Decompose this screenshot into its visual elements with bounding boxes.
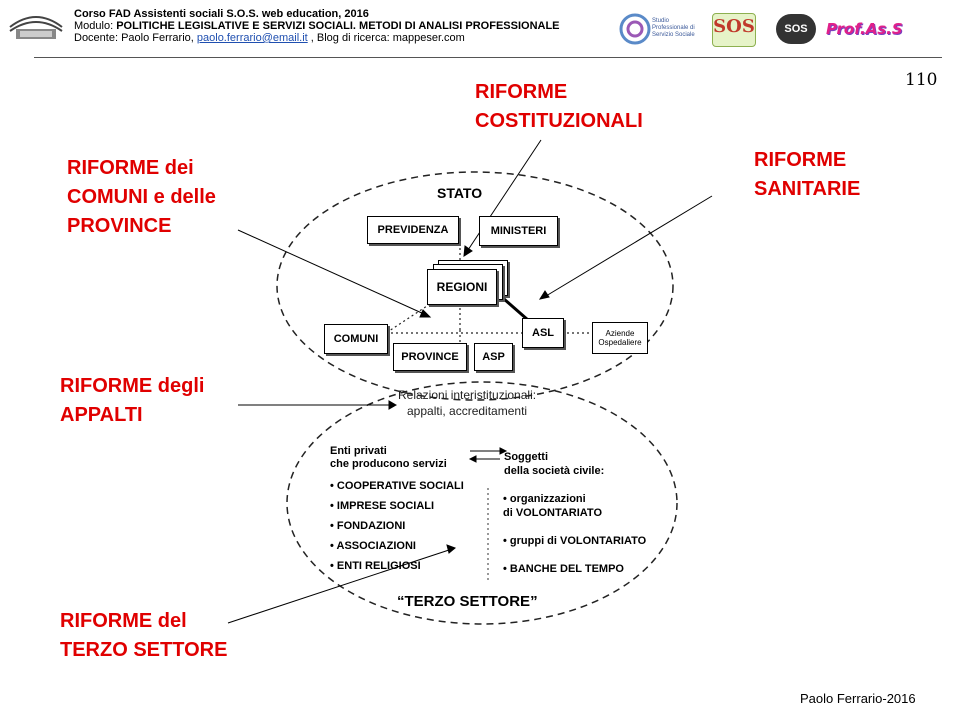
enti-privati-line2: che producono servizi bbox=[330, 458, 447, 470]
header-blog: , Blog di ricerca: mappeser.com bbox=[307, 32, 465, 44]
label-appalti-line2: APPALTI bbox=[60, 404, 143, 426]
sos-bubble-text: SOS bbox=[784, 23, 808, 35]
label-riforme-appalti: RIFORME degli APPALTI bbox=[60, 372, 204, 430]
sos-logo-text: SOS bbox=[713, 16, 755, 37]
label-comuni-line2: COMUNI e delle bbox=[67, 186, 216, 208]
arrow-costituzionali-head bbox=[463, 245, 473, 257]
soggetti-item-volontariato: di VOLONTARIATO bbox=[503, 507, 602, 519]
comuni-box: COMUNI bbox=[324, 324, 388, 354]
aziende-line2: Ospedaliere bbox=[598, 338, 642, 347]
enti-item-fondazioni: • FONDAZIONI bbox=[330, 520, 406, 532]
arrow-sanitarie bbox=[545, 195, 713, 297]
label-costituzionali-line1: RIFORME bbox=[475, 81, 568, 103]
label-comuni-line3: PROVINCE bbox=[67, 215, 172, 237]
relazioni-line1: Relazioni interistituzionali: bbox=[398, 388, 537, 402]
soggetti-item-organizzazioni: • organizzazioni bbox=[503, 493, 586, 505]
label-terzo-line1: RIFORME del bbox=[60, 610, 187, 632]
arrow-comuni bbox=[237, 229, 425, 315]
header-logo-left bbox=[6, 5, 66, 43]
previdenza-box: PREVIDENZA bbox=[367, 216, 459, 244]
arrow-sanitarie-head bbox=[538, 290, 550, 300]
enti-item-cooperative: • COOPERATIVE SOCIALI bbox=[330, 480, 464, 492]
label-comuni-line1: RIFORME dei bbox=[67, 157, 194, 179]
terzo-settore-ellipse bbox=[286, 381, 678, 625]
label-costituzionali-line2: COSTITUZIONALI bbox=[475, 110, 643, 132]
header-module-title: POLITICHE LEGISLATIVE E SERVIZI SOCIALI.… bbox=[116, 20, 560, 32]
profass-logo: Prof.As.S bbox=[826, 12, 906, 46]
label-terzo-line2: TERZO SETTORE bbox=[60, 639, 228, 661]
aziende-line1: Aziende bbox=[605, 329, 635, 338]
province-box: PROVINCE bbox=[393, 343, 467, 371]
studio-professionale-logo: Studio Professionale di Servizio Sociale bbox=[618, 12, 702, 46]
label-riforme-comuni: RIFORME dei COMUNI e delle PROVINCE bbox=[67, 154, 216, 241]
enti-item-associazioni: • ASSOCIAZIONI bbox=[330, 540, 416, 552]
arrow-terzo-head bbox=[446, 544, 456, 554]
enti-privati-line1: Enti privati bbox=[330, 445, 387, 457]
stato-ellipse bbox=[276, 171, 674, 401]
label-sanitarie-line1: RIFORME bbox=[754, 149, 847, 171]
soggetti-item-gruppi: • gruppi di VOLONTARIATO bbox=[503, 535, 647, 547]
relazioni-text: Relazioni interistituzionali: appalti, a… bbox=[398, 387, 536, 419]
sos-bubble-logo: SOS bbox=[776, 14, 816, 44]
structure-lines bbox=[385, 243, 592, 343]
soggetti-list: • organizzazioni di VOLONTARIATO • grupp… bbox=[503, 492, 646, 576]
stato-title: STATO bbox=[437, 185, 483, 201]
ministeri-box: MINISTERI bbox=[479, 216, 558, 246]
aziende-box: Aziende Ospedaliere bbox=[592, 322, 648, 354]
label-riforme-sanitarie: RIFORME SANITARIE bbox=[754, 146, 860, 204]
label-sanitarie-line2: SANITARIE bbox=[754, 178, 861, 200]
label-riforme-terzo-settore: RIFORME del TERZO SETTORE bbox=[60, 607, 227, 665]
soggetti-line2: della società civile: bbox=[504, 465, 605, 477]
double-arrow-icon bbox=[468, 447, 508, 463]
regioni-box: REGIONI bbox=[427, 269, 497, 305]
terzo-settore-title: “TERZO SETTORE” bbox=[397, 593, 538, 610]
handshake-logo-icon bbox=[9, 16, 63, 39]
arrow-comuni-head bbox=[419, 309, 432, 318]
header-divider bbox=[34, 57, 942, 58]
enti-item-religiosi: • ENTI RELIGIOSI bbox=[330, 560, 421, 572]
asp-box: ASP bbox=[474, 343, 513, 371]
enti-privati-heading: Enti privati che producono servizi bbox=[330, 445, 447, 471]
header-teacher: Docente: Paolo Ferrario, paolo.ferrario@… bbox=[74, 32, 465, 44]
sos-logo: SOS bbox=[712, 13, 756, 47]
enti-item-imprese: • IMPRESE SOCIALI bbox=[330, 500, 435, 512]
header-module: Modulo: POLITICHE LEGISLATIVE E SERVIZI … bbox=[74, 20, 560, 32]
asl-box: ASL bbox=[522, 318, 564, 348]
header-module-prefix: Modulo: bbox=[74, 20, 117, 32]
footer-author: Paolo Ferrario-2016 bbox=[800, 691, 916, 706]
page-number: 110 bbox=[905, 70, 938, 90]
arrow-appalti-head bbox=[388, 400, 398, 410]
header-teacher-name: Docente: Paolo Ferrario, bbox=[74, 32, 197, 44]
header-course: Corso FAD Assistenti sociali S.O.S. web … bbox=[74, 8, 369, 20]
studio-logo-text: Studio Professionale di Servizio Sociale bbox=[652, 18, 695, 38]
soggetti-heading: Soggetti della società civile: bbox=[504, 450, 604, 478]
email-link[interactable]: paolo.ferrario@email.it bbox=[196, 32, 308, 44]
profass-logo-text: Prof.As.S bbox=[826, 20, 903, 38]
relazioni-line2: appalti, accreditamenti bbox=[407, 404, 528, 418]
soggetti-line1: Soggetti bbox=[504, 451, 548, 463]
soggetti-item-banche: • BANCHE DEL TEMPO bbox=[503, 563, 624, 575]
enti-list: • COOPERATIVE SOCIALI • IMPRESE SOCIALI … bbox=[330, 476, 464, 576]
label-appalti-line1: RIFORME degli bbox=[60, 375, 205, 397]
arrow-terzo bbox=[227, 549, 450, 624]
label-riforme-costituzionali: RIFORME COSTITUZIONALI bbox=[475, 78, 643, 136]
